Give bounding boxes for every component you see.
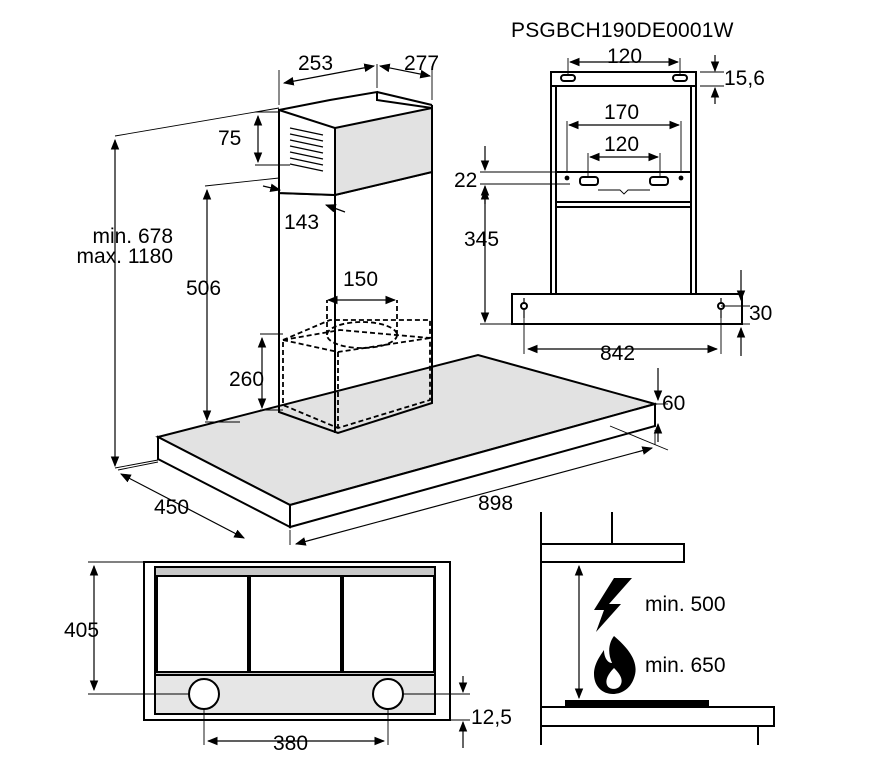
top-slot-left — [560, 74, 576, 82]
clearance-drawing: min. 500 min. 650 — [540, 512, 775, 745]
gas-flame-icon — [594, 636, 636, 694]
chimney-vent-label: 75 — [218, 127, 241, 150]
total-height-min-label: min. 678 — [92, 225, 173, 248]
bracket-height-label: 22 — [454, 169, 477, 192]
duct-diameter-label: 150 — [343, 268, 378, 291]
bracket-drawing: PSGBCH190DE0001W — [454, 19, 772, 365]
hood-dimension-lines — [110, 63, 663, 546]
mid-slot-left — [579, 176, 599, 186]
top-slot-right — [672, 74, 688, 82]
side-spacing-label: 842 — [600, 342, 635, 365]
motor-housing — [282, 300, 431, 429]
chimney-width-label: 253 — [298, 52, 333, 75]
side-offset-label: 30 — [749, 302, 772, 325]
bottom-offset-label: 12,5 — [471, 706, 512, 729]
electric-clearance-label: min. 500 — [645, 593, 726, 616]
bracket-drop-label: 345 — [464, 228, 499, 251]
gas-clearance-label: min. 650 — [645, 654, 726, 677]
filter-middle — [249, 575, 342, 673]
motor-height-label: 260 — [229, 368, 264, 391]
hood-depth-label: 450 — [154, 496, 189, 519]
bottom-depth-label: 405 — [64, 619, 99, 642]
filter-right — [342, 575, 435, 673]
mid-bracket — [555, 171, 692, 203]
inner-height-label: 506 — [186, 277, 221, 300]
filter-spacing-label: 380 — [273, 732, 308, 755]
bottom-view-drawing: 405 380 12,5 — [64, 561, 512, 755]
bottom-plate — [511, 293, 743, 325]
hob-surface — [565, 700, 709, 707]
hood-width-label: 898 — [478, 492, 513, 515]
chimney-depth-label: 277 — [404, 52, 439, 75]
hob-profile — [540, 706, 775, 727]
electric-icon — [594, 578, 632, 632]
model-code: PSGBCH190DE0001W — [511, 19, 734, 42]
mid-spacing-label: 170 — [604, 101, 639, 124]
filter-left — [156, 575, 249, 673]
top-plate — [550, 71, 697, 87]
vent-slots — [289, 127, 324, 172]
top-spacing-label: 120 — [607, 45, 642, 68]
hood-thickness-label: 60 — [662, 392, 685, 415]
chimney-offset-label: 143 — [284, 211, 319, 234]
inner-spacing-label: 120 — [604, 133, 639, 156]
light-left — [188, 678, 220, 710]
chimney-upper-front — [278, 108, 336, 197]
top-offset-label: 15,6 — [724, 67, 765, 90]
hood-drawing: 253 277 75 143 min. 678 max. 1180 506 15… — [77, 52, 685, 546]
witness-lines — [114, 64, 669, 545]
hood-side-profile — [540, 543, 685, 563]
light-right — [372, 678, 404, 710]
mid-slot-right — [649, 176, 669, 186]
chimney-upper-side — [334, 106, 433, 197]
total-height-max-label: max. 1180 — [77, 245, 174, 268]
